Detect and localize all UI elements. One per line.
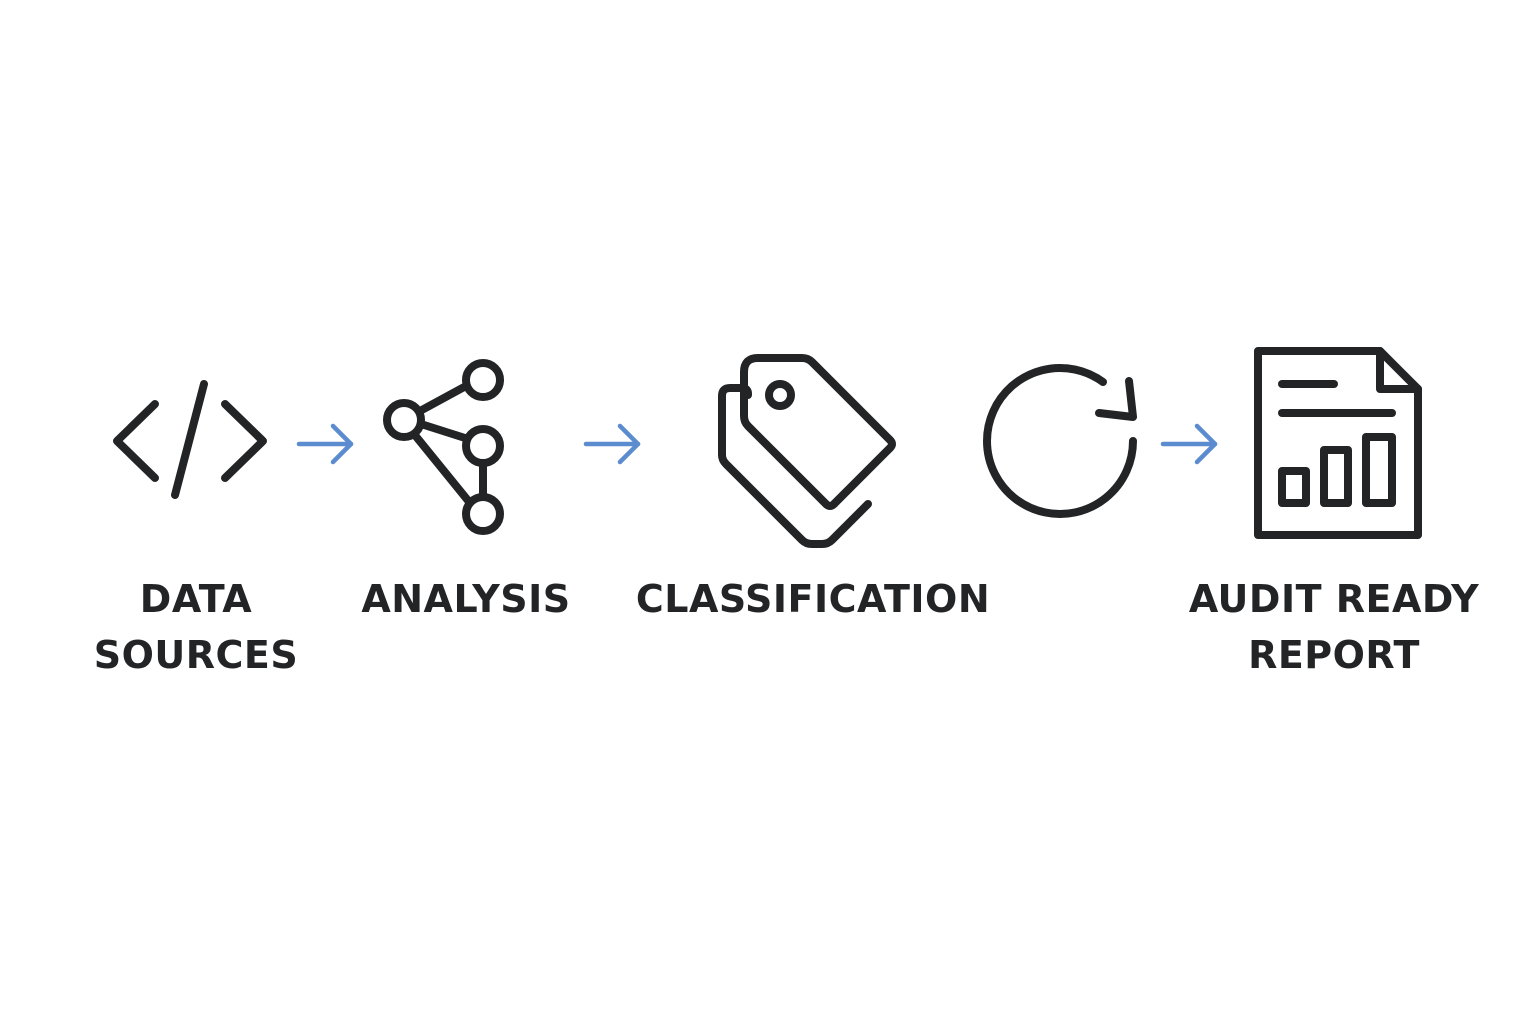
flow-arrow-1 xyxy=(296,423,354,465)
report-chart-icon xyxy=(1254,347,1422,539)
step-label-analysis: ANALYSIS xyxy=(276,571,656,627)
tags-icon xyxy=(718,354,896,548)
code-icon xyxy=(113,380,267,499)
step-label-line: CLASSIFICATION xyxy=(635,577,991,621)
step-label-line: AUDIT READY xyxy=(1188,577,1480,621)
step-label-line: DATA xyxy=(139,577,253,621)
flow-arrow-2 xyxy=(583,423,641,465)
step-label-line: SOURCES xyxy=(93,633,299,677)
step-label-line: REPORT xyxy=(1248,633,1420,677)
step-label-line: ANALYSIS xyxy=(361,577,571,621)
flow-arrow-3 xyxy=(1160,423,1218,465)
step-label-classification: CLASSIFICATION xyxy=(623,571,1003,627)
step-label-audit-ready-report: AUDIT READY REPORT xyxy=(1144,571,1524,683)
refresh-icon xyxy=(983,364,1137,518)
step-label-data-sources: DATA SOURCES xyxy=(6,571,386,683)
network-nodes-icon xyxy=(383,359,504,535)
